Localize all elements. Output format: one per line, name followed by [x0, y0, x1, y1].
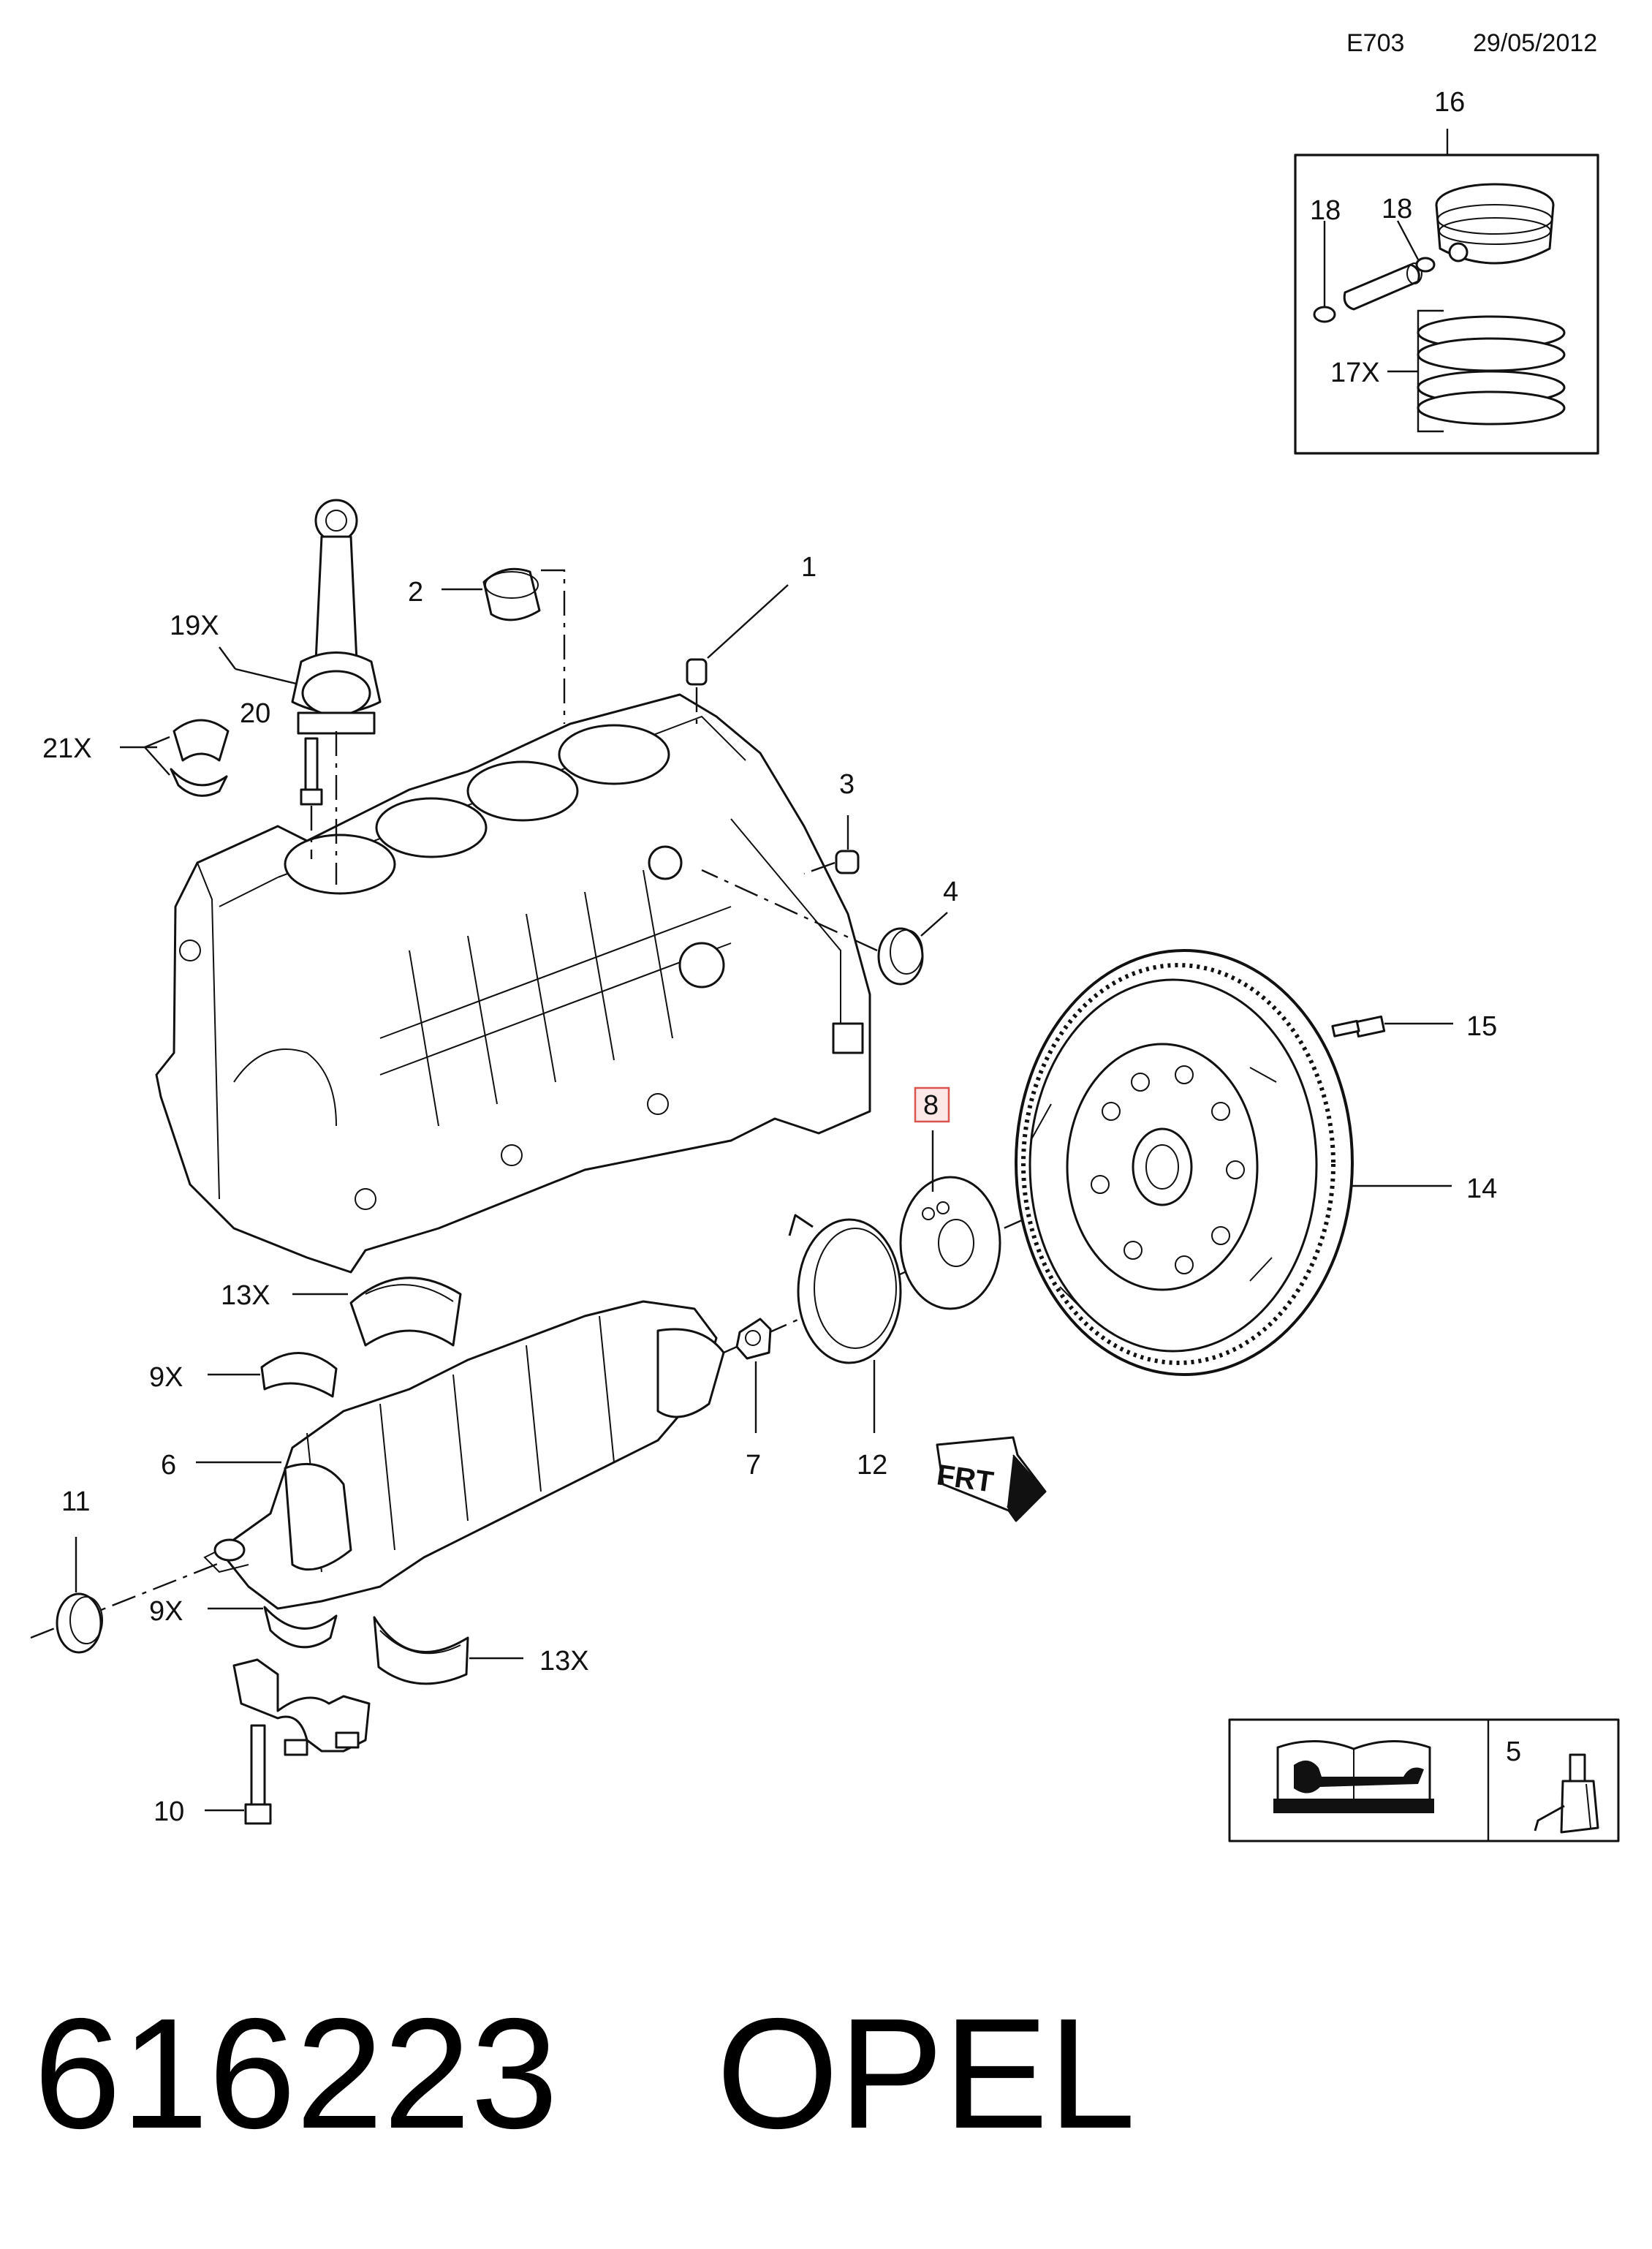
- legend-box: 5: [1228, 1718, 1620, 1842]
- callout-3: 3: [839, 769, 855, 800]
- piston-rings-icon: [1417, 315, 1566, 426]
- callout-19x: 19X: [170, 611, 219, 641]
- callout-5: 5: [1506, 1736, 1521, 1767]
- cylinder-bore: [375, 797, 488, 858]
- callout-13x-lower: 13X: [539, 1646, 589, 1677]
- callout-21x: 21X: [42, 733, 92, 764]
- brand-name: OPEL: [716, 1985, 1136, 2161]
- thrust-bearing-lower-icon: [263, 1606, 338, 1649]
- engine-block: [155, 693, 871, 1274]
- flywheel-icon: [1015, 949, 1354, 1376]
- crank-key-icon: [735, 1318, 772, 1360]
- rod-bolt-icon: [300, 737, 323, 806]
- circlip-icon: [1313, 306, 1336, 323]
- piston-icon: [1435, 183, 1555, 265]
- callout-14: 14: [1466, 1173, 1497, 1204]
- sealant-tube-icon: [1534, 1753, 1599, 1834]
- diagram-code: E703: [1346, 29, 1404, 57]
- plug-icon: [835, 850, 860, 874]
- cylinder-bore: [284, 834, 396, 895]
- callout-9x-lower: 9X: [149, 1596, 183, 1627]
- callout-18-right: 18: [1382, 194, 1412, 224]
- connecting-rod-icon: [291, 499, 382, 735]
- seal-ring-icon: [877, 927, 924, 986]
- callout-10: 10: [154, 1796, 184, 1827]
- callout-11: 11: [61, 1486, 90, 1517]
- circlip-icon: [1415, 257, 1436, 273]
- callout-6: 6: [161, 1450, 176, 1481]
- cylinder-bore: [558, 724, 670, 785]
- callout-18-left: 18: [1310, 195, 1341, 226]
- callout-13x-upper: 13X: [221, 1280, 270, 1311]
- manual-wrench-icon: [1273, 1739, 1434, 1813]
- expansion-plug-icon: [482, 567, 541, 621]
- spacer-plate-icon: [899, 1176, 1001, 1310]
- callout-20: 20: [240, 698, 270, 729]
- callout-2: 2: [408, 577, 423, 608]
- rod-bearing-shells-icon: [170, 719, 230, 797]
- main-bearing-lower-icon: [373, 1616, 469, 1685]
- cap-bolt-icon: [244, 1724, 272, 1825]
- callout-8: 8: [923, 1090, 939, 1121]
- piston-pin-icon: [1343, 262, 1422, 311]
- diagram-date: 29/05/2012: [1473, 29, 1597, 57]
- front-seal-icon: [56, 1592, 103, 1654]
- flywheel-bolt-icon: [1331, 1015, 1386, 1038]
- bearing-cap-icon: [232, 1658, 371, 1756]
- callout-7: 7: [746, 1450, 761, 1481]
- callout-4: 4: [943, 877, 958, 907]
- rear-main-seal-icon: [788, 1214, 902, 1364]
- part-number: 616223: [34, 1985, 558, 2161]
- cylinder-bore: [466, 760, 579, 822]
- callout-8-highlight: [914, 1086, 950, 1123]
- dowel-pin-icon: [686, 658, 708, 686]
- front-label: FRT: [935, 1459, 996, 1498]
- callout-15: 15: [1466, 1011, 1497, 1042]
- thrust-bearing-upper-icon: [260, 1352, 338, 1398]
- callout-17x: 17X: [1330, 358, 1380, 388]
- callout-9x-upper: 9X: [149, 1362, 183, 1393]
- main-bearing-upper-icon: [349, 1277, 462, 1347]
- crankshaft-icon: [203, 1300, 725, 1610]
- callout-1: 1: [801, 552, 816, 583]
- callout-16: 16: [1434, 87, 1465, 118]
- callout-12: 12: [857, 1450, 887, 1481]
- piston-inset: [1294, 129, 1599, 455]
- front-direction-arrow: FRT: [935, 1436, 1047, 1522]
